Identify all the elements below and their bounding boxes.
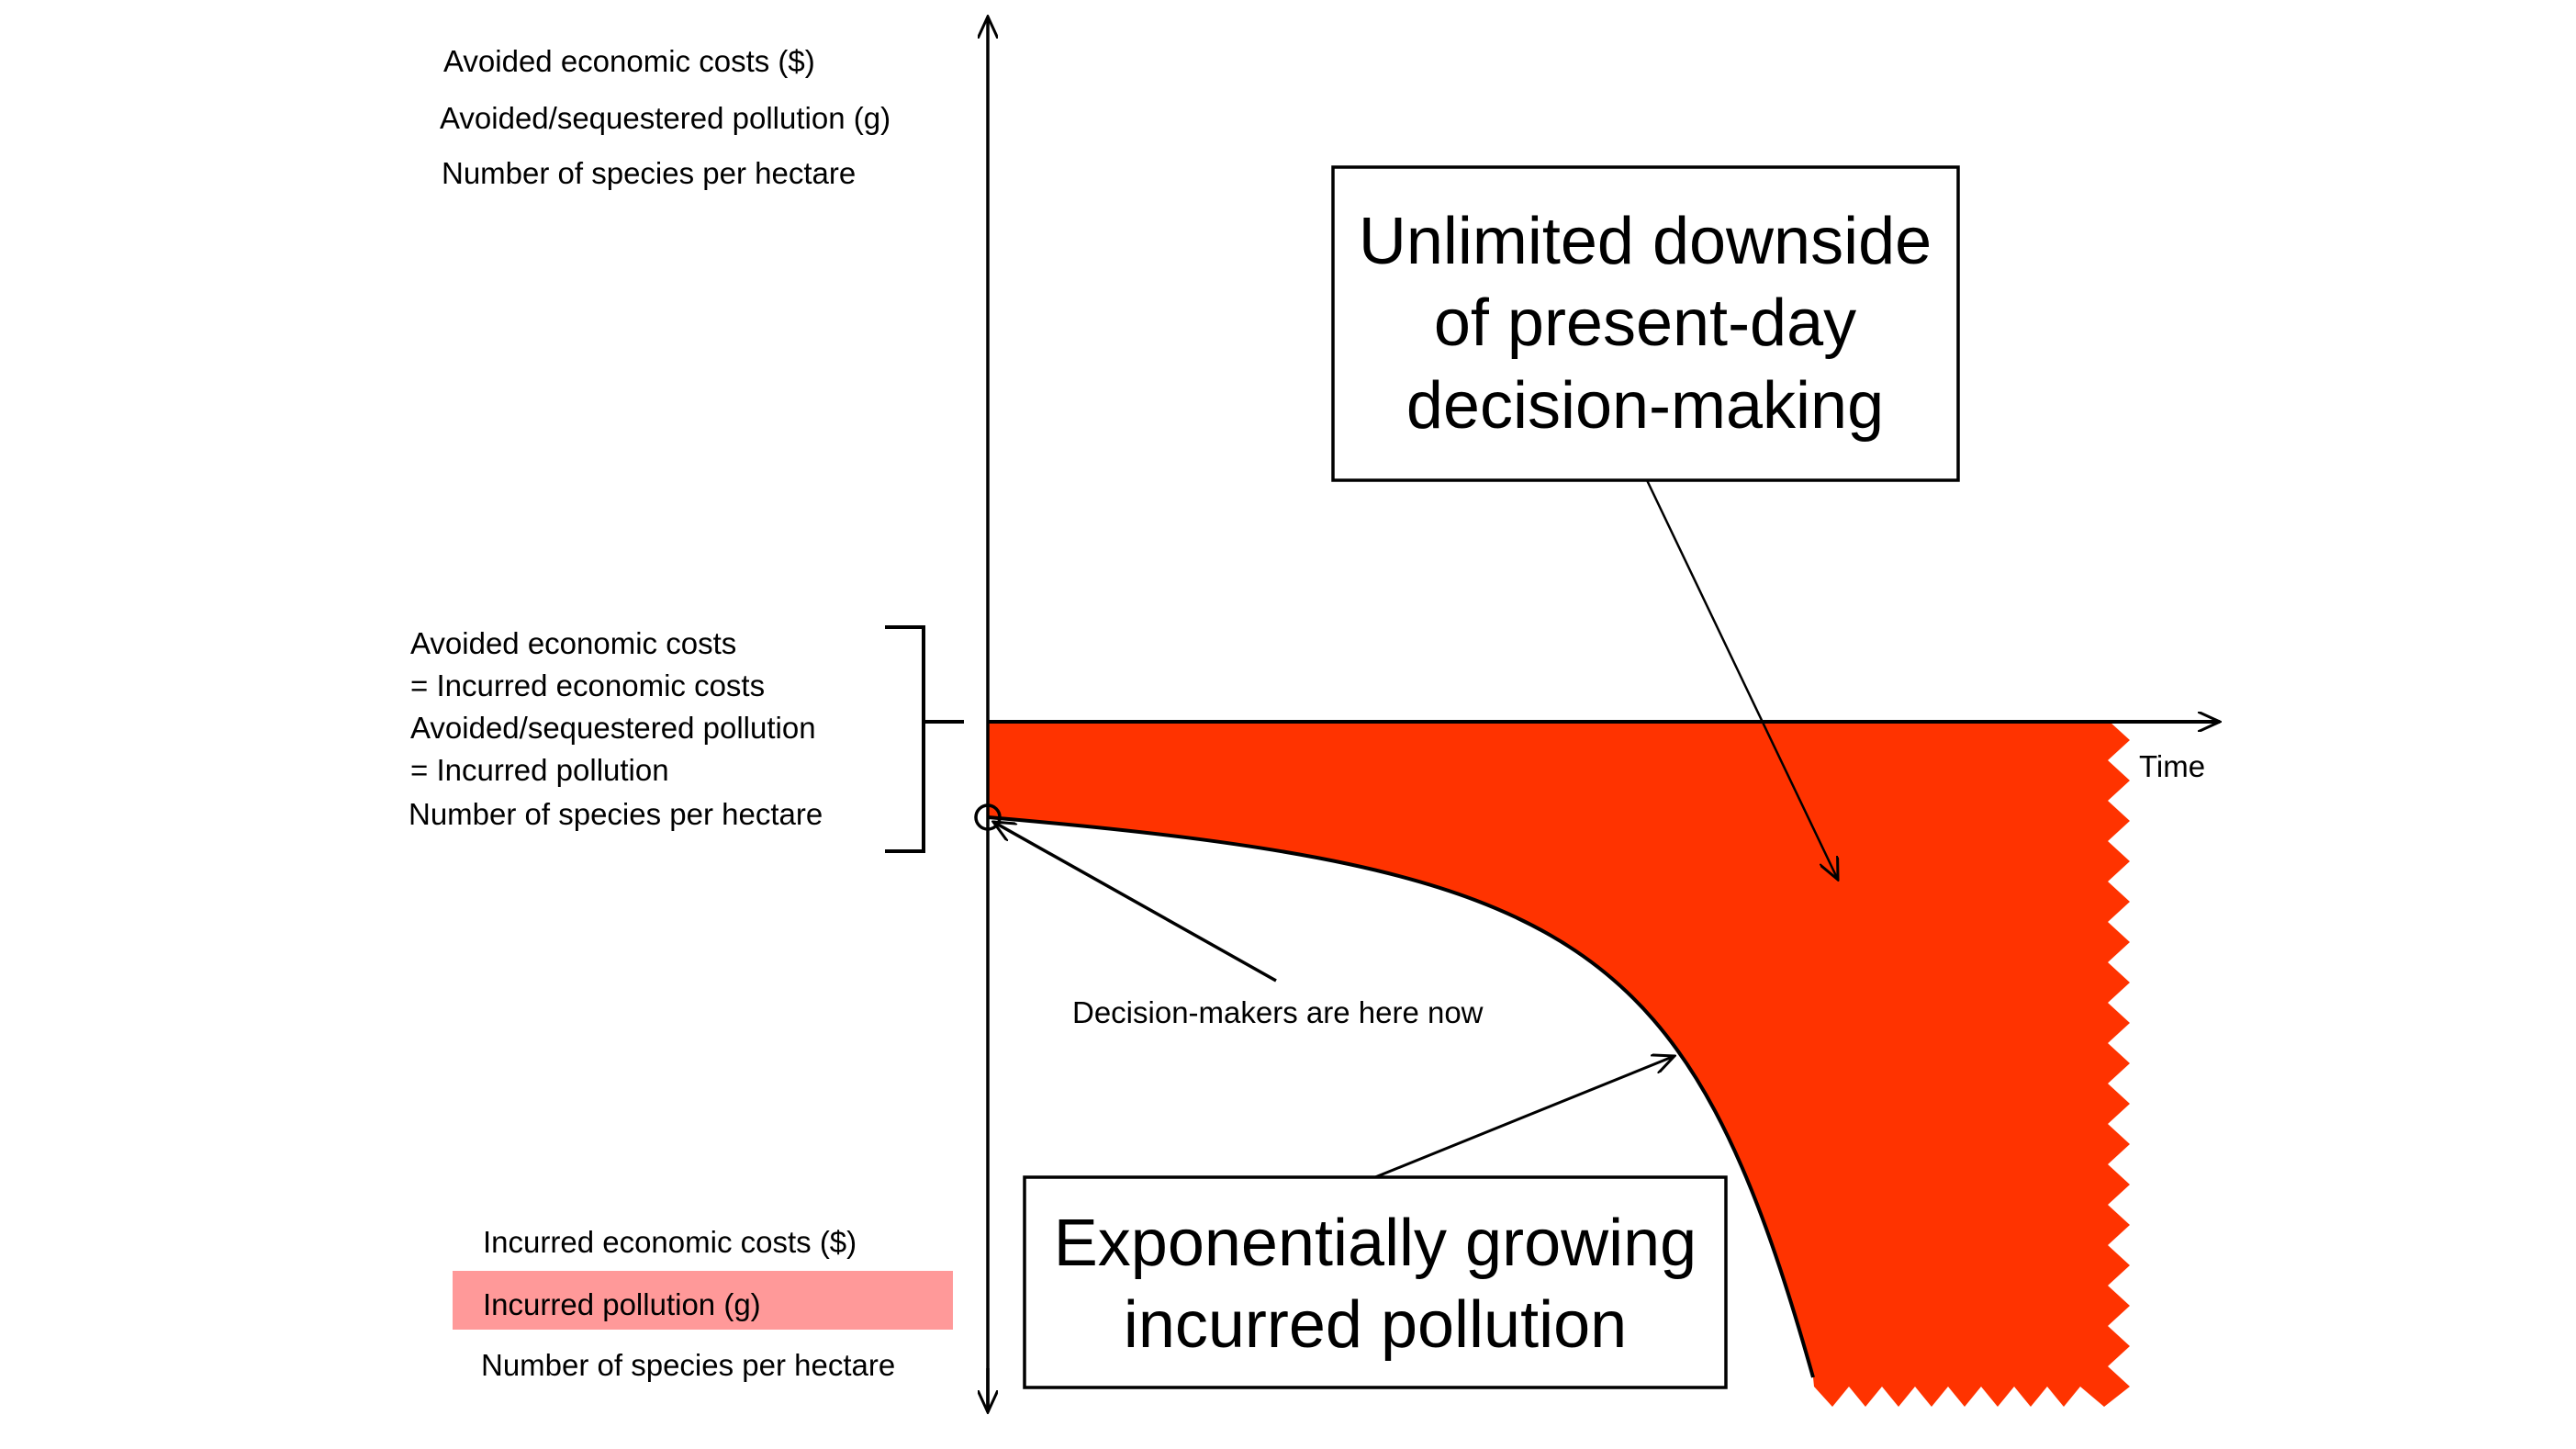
middle-bracket [885, 625, 925, 853]
incurred-pollution-area [988, 722, 2130, 1407]
middle-label-3: Avoided/sequestered pollution [410, 711, 816, 745]
bottom-label-economic: Incurred economic costs ($) [483, 1225, 857, 1259]
top-label-economic: Avoided economic costs ($) [443, 44, 815, 78]
middle-label-4: = Incurred pollution [410, 753, 669, 787]
x-axis-label: Time [2139, 749, 2205, 783]
downside-callout-box [1331, 165, 1960, 482]
exponential-arrow [1374, 1056, 1674, 1179]
pollution-curve [987, 815, 1815, 1378]
middle-label-5: Number of species per hectare [409, 797, 823, 831]
middle-label-1: Avoided economic costs [410, 626, 736, 660]
top-label-species: Number of species per hectare [442, 156, 856, 190]
middle-label-2: = Incurred economic costs [410, 668, 765, 702]
top-label-pollution: Avoided/sequestered pollution (g) [440, 101, 890, 135]
now-marker [974, 803, 1002, 831]
highlight-box [453, 1271, 953, 1330]
bottom-label-species: Number of species per hectare [481, 1348, 895, 1382]
bottom-label-pollution: Incurred pollution (g) [483, 1287, 761, 1321]
downside-callout-line-3: decision-making [1406, 369, 1884, 443]
exponential-callout-box [1023, 1175, 1728, 1389]
now-arrow [993, 822, 1277, 983]
now-label: Decision-makers are here now [1072, 995, 1484, 1029]
downside-callout-line-2: of present-day [1434, 286, 1856, 360]
downside-callout-line-1: Unlimited downside [1359, 205, 1932, 278]
downside-arrow [1645, 479, 1838, 880]
exponential-callout-line-1: Exponentially growing [1054, 1207, 1697, 1280]
exponential-callout-line-2: incurred pollution [1124, 1288, 1627, 1362]
